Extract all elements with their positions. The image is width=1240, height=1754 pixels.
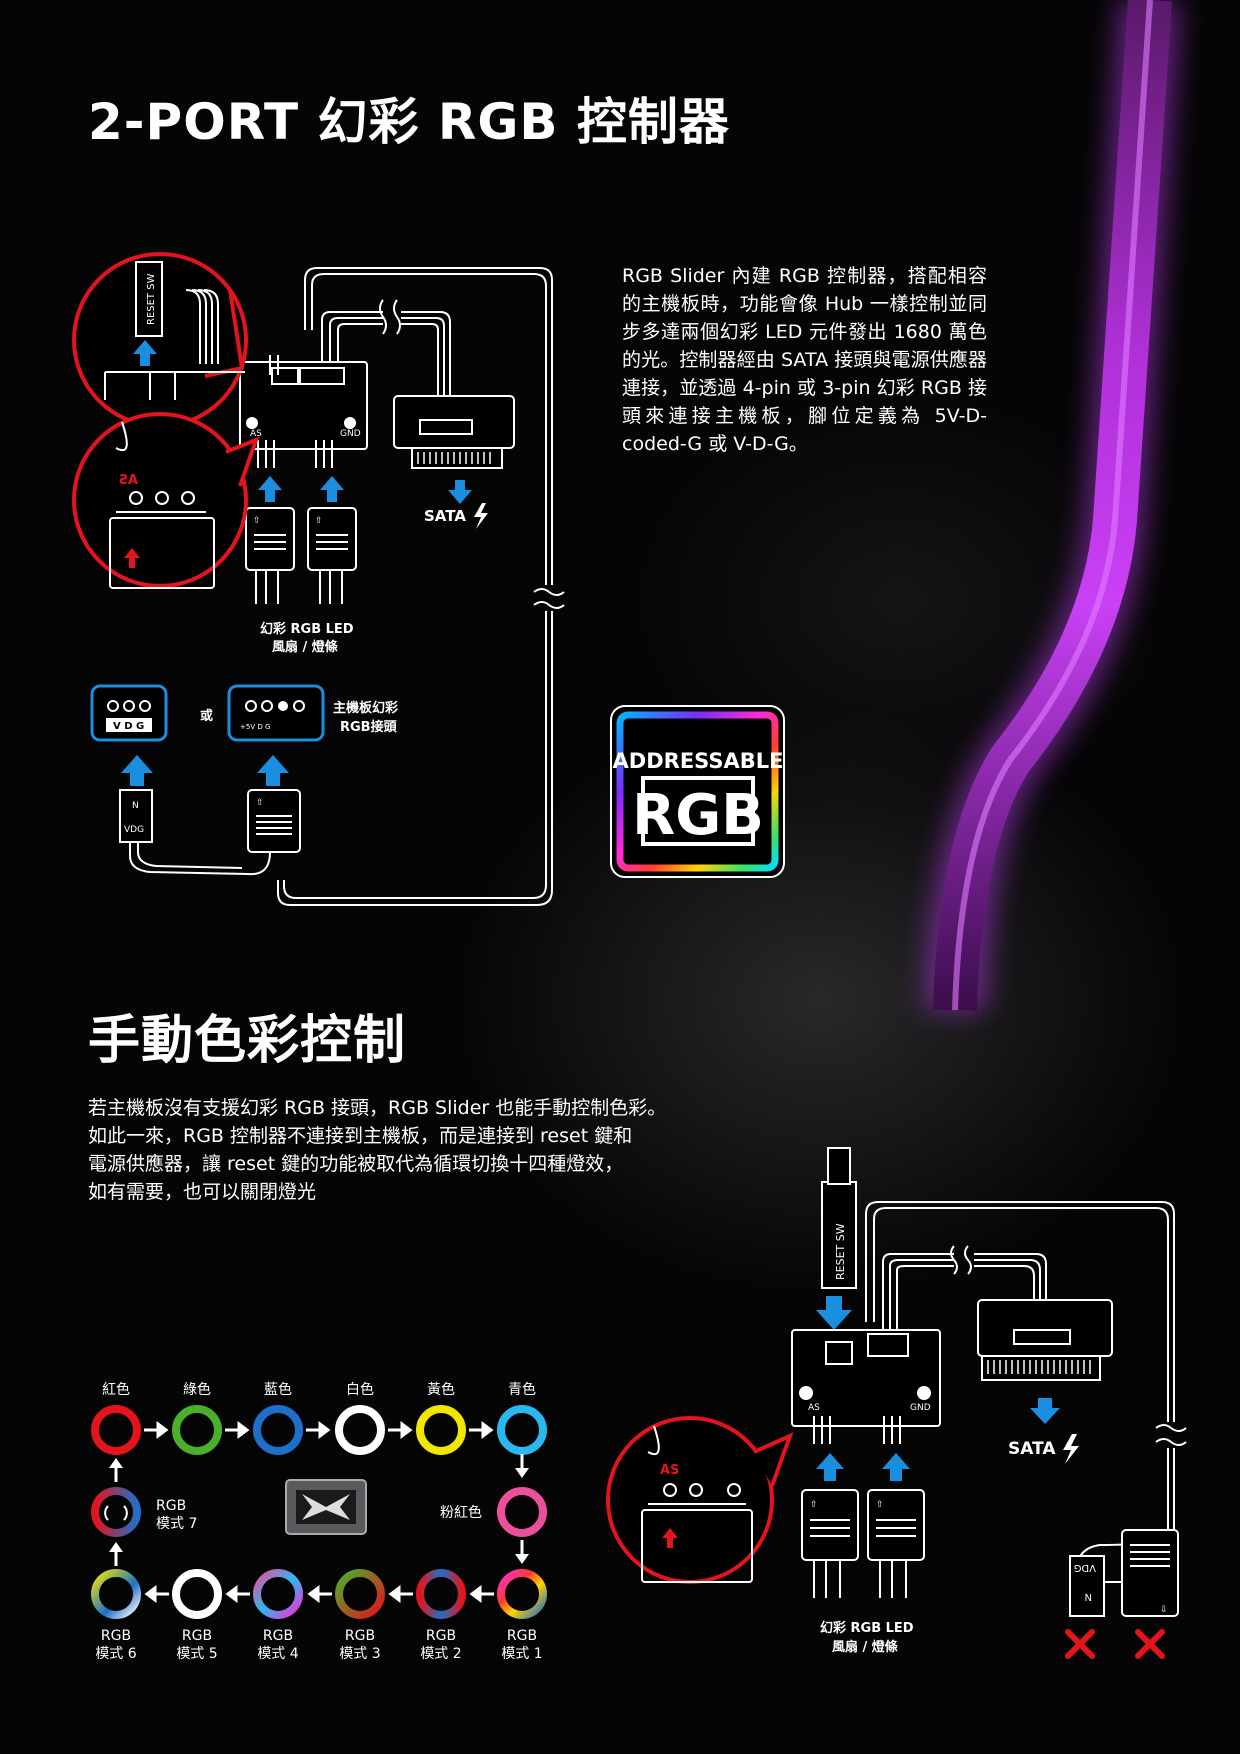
ring-rgb-mode: [172, 1569, 222, 1619]
vdg-conn-label-2: VDG: [1074, 1562, 1096, 1573]
mode-label-1: RGB: [101, 1628, 131, 1644]
arrow-right-icon: [144, 1421, 169, 1439]
as-red-label: AS: [119, 473, 138, 488]
led-label-1: 幻彩 RGB LED: [260, 621, 354, 637]
ring-mode7: [91, 1487, 141, 1537]
section1-paragraph: RGB Slider 內建 RGB 控制器，搭配相容的主機板時，功能會像 Hub…: [622, 265, 987, 455]
mode-label-2: 模式 3: [339, 1646, 380, 1662]
ring-label: 紅色: [102, 1381, 130, 1398]
arrow-right-icon: [469, 1421, 494, 1439]
power-bolt-icon: [474, 503, 488, 529]
arrow-right-icon: [388, 1421, 413, 1439]
power-bolt-icon: [1063, 1434, 1079, 1464]
as-red-label-2: AS: [660, 1463, 679, 1478]
ring-color: [172, 1405, 222, 1455]
4pin-label: +5V D G: [240, 723, 270, 731]
ring-rgb-mode: [253, 1569, 303, 1619]
ring-label: 藍色: [264, 1381, 292, 1398]
mode7-label-2: 模式 7: [156, 1516, 197, 1532]
ring-color: [416, 1405, 466, 1455]
ring-rgb-mode: [416, 1569, 466, 1619]
ring-label-pink: 粉紅色: [440, 1504, 482, 1521]
section2-paragraph: 若主機板沒有支援幻彩 RGB 接頭，RGB Slider 也能手動控制色彩。 如…: [88, 1094, 728, 1206]
svg-text:⇧: ⇧: [253, 516, 261, 526]
svg-text:⇧: ⇧: [876, 1500, 884, 1510]
ring-rgb-mode: [497, 1569, 547, 1619]
led-label-2-2: 風扇 / 燈條: [832, 1639, 898, 1655]
ring-color: [335, 1405, 385, 1455]
mode-label-2: 模式 2: [420, 1646, 461, 1662]
badge-line2: RGB: [632, 783, 764, 848]
mode-label-1: RGB: [507, 1628, 537, 1644]
arrow-right-icon: [225, 1421, 250, 1439]
bottom-ring-row: RGB 模式 6 RGB 模式 5 RGB 模式 4 RGB 模式 3 RGB 模式 2 RGB 模式…: [91, 1569, 547, 1662]
arrow-left-icon: [469, 1585, 494, 1603]
mode-label-1: RGB: [182, 1628, 212, 1644]
reset-sw-label-2: RESET SW: [834, 1223, 847, 1280]
n-label-2: N: [1085, 1591, 1092, 1602]
svg-text:⇧: ⇧: [256, 798, 264, 808]
ring-rgb-mode: [335, 1569, 385, 1619]
gnd-label: GND: [340, 429, 361, 439]
paragraph-line: 如此一來，RGB 控制器不連接到主機板，而是連接到 reset 鍵和: [88, 1125, 633, 1147]
ring-rgb-mode: [91, 1569, 141, 1619]
mode-label-1: RGB: [426, 1628, 456, 1644]
mb-label-2: RGB接頭: [340, 719, 398, 735]
vdg-conn-label: VDG: [124, 825, 144, 835]
paragraph-line: 電源供應器，讓 reset 鍵的功能被取代為循環切換十四種燈效，: [88, 1153, 624, 1175]
paragraph-line: 如有需要，也可以關閉燈光: [88, 1181, 317, 1203]
reset-sw-label: RESET SW: [146, 273, 157, 325]
arrow-left-icon: [225, 1585, 250, 1603]
arrow-left-icon: [307, 1585, 332, 1603]
vdg-pin-label: V D G: [113, 721, 144, 732]
mb-label-1: 主機板幻彩: [333, 700, 398, 716]
mode-label-2: 模式 4: [257, 1646, 298, 1662]
not-connected-icon: [1065, 1629, 1165, 1659]
ring-color: [91, 1405, 141, 1455]
ring-pink: [497, 1487, 547, 1537]
arrow-left-icon: [388, 1585, 413, 1603]
or-label: 或: [200, 708, 213, 724]
ring-label: 青色: [508, 1381, 536, 1398]
mode7-label-1: RGB: [156, 1498, 186, 1514]
ring-label: 綠色: [183, 1381, 211, 1398]
led-label-2-1: 幻彩 RGB LED: [820, 1620, 914, 1636]
led-label-2: 風扇 / 燈條: [272, 639, 338, 655]
sata-label: SATA: [424, 507, 466, 525]
ring-color: [253, 1405, 303, 1455]
as-label-2: AS: [808, 1403, 820, 1413]
mode-label-2: 模式 5: [176, 1646, 217, 1662]
ring-label: 黃色: [427, 1381, 455, 1398]
ring-color: [497, 1405, 547, 1455]
svg-text:⇧: ⇧: [315, 516, 323, 526]
badge-line1: ADDRESSABLE: [613, 749, 784, 773]
mode-label-1: RGB: [345, 1628, 375, 1644]
mode-label-2: 模式 6: [95, 1646, 136, 1662]
svg-text:⇩: ⇩: [1160, 1605, 1168, 1615]
sata-label-2: SATA: [1008, 1439, 1056, 1459]
as-label: AS: [250, 429, 262, 439]
arrow-left-icon: [144, 1585, 169, 1603]
arrow-right-icon: [306, 1421, 331, 1439]
gnd-label-2: GND: [910, 1403, 931, 1413]
top-ring-row: 紅色 綠色 藍色 白色 黃色 青色: [91, 1381, 547, 1455]
section2-title: 手動色彩控制: [88, 1011, 407, 1071]
ring-label: 白色: [346, 1381, 374, 1398]
mode-label-1: RGB: [263, 1628, 293, 1644]
section1-title: 2-PORT 幻彩 RGB 控制器: [88, 93, 730, 151]
mode-label-2: 模式 1: [501, 1646, 542, 1662]
paragraph-line: 若主機板沒有支援幻彩 RGB 接頭，RGB Slider 也能手動控制色彩。: [88, 1097, 667, 1119]
svg-text:⇧: ⇧: [810, 1500, 818, 1510]
n-label: N: [132, 801, 139, 811]
